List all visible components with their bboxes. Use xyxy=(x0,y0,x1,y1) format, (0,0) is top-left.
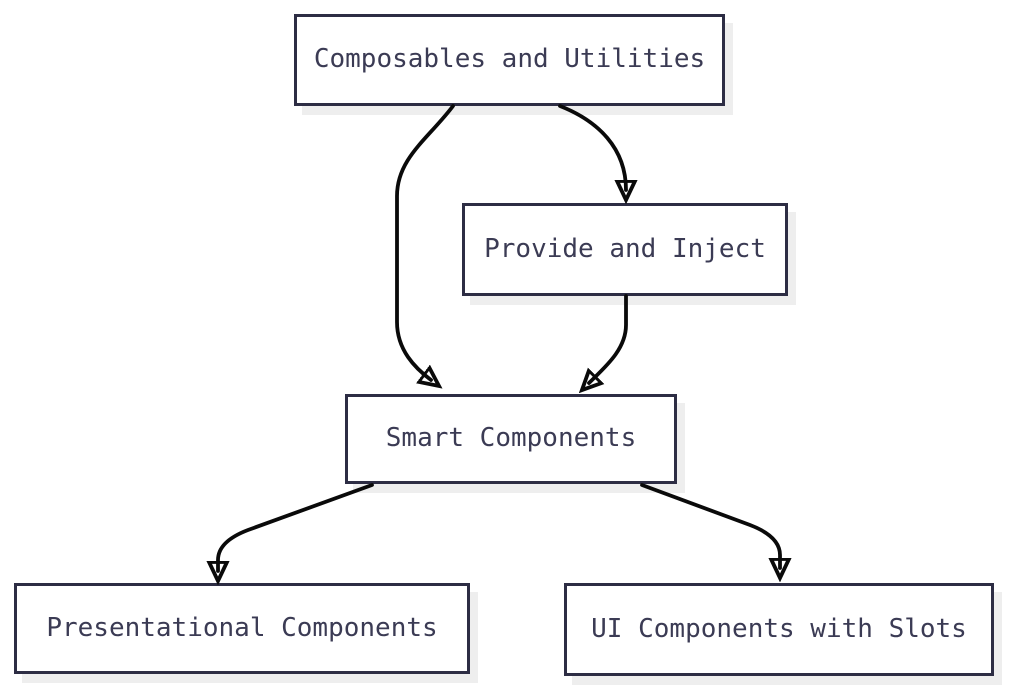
node-label: UI Components with Slots xyxy=(591,613,967,644)
edge-smart-to-ui-slots xyxy=(640,483,780,568)
node-composables-and-utilities: Composables and Utilities xyxy=(294,14,725,106)
node-label: Presentational Components xyxy=(46,612,438,643)
node-smart-components: Smart Components xyxy=(345,394,677,484)
node-presentational-components: Presentational Components xyxy=(14,583,470,674)
node-ui-components-with-slots: UI Components with Slots xyxy=(564,583,994,676)
edge-composables-to-smart xyxy=(395,104,455,380)
node-label: Composables and Utilities xyxy=(313,44,706,74)
node-provide-and-inject: Provide and Inject xyxy=(462,203,788,296)
node-label: Provide and Inject xyxy=(484,233,766,264)
edge-smart-to-presentational xyxy=(218,483,374,571)
edge-provide-inject-to-smart xyxy=(589,294,628,383)
node-label: Smart Components xyxy=(385,423,637,453)
edge-composables-to-provide-inject xyxy=(558,104,626,190)
